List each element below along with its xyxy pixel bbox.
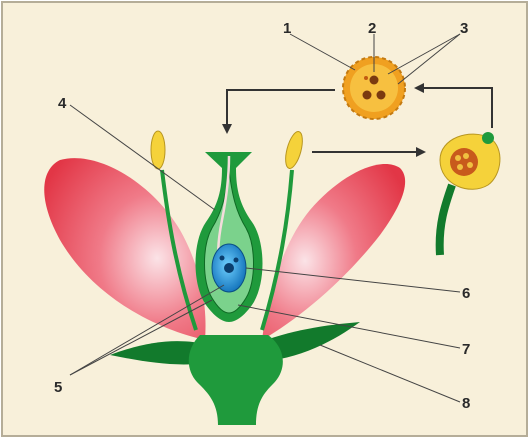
label-5: 5 [54,379,62,396]
nucleus-dot [234,258,239,263]
label-1: 1 [283,20,291,37]
egg-cell [224,263,234,273]
label-8: 8 [462,395,470,412]
left-anther [151,131,165,169]
nucleus-dot [220,256,225,261]
label-7: 7 [462,341,470,358]
label-3: 3 [460,20,468,37]
label-2: 2 [368,20,376,37]
label-6: 6 [462,285,470,302]
label-4: 4 [58,95,67,112]
